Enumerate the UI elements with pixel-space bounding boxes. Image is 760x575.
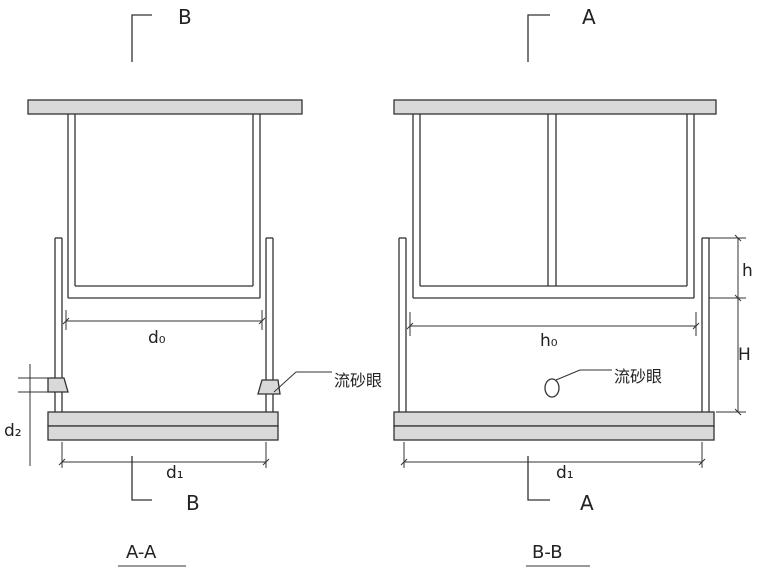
right-dim-h0-label: h₀: [540, 331, 558, 351]
right-dim-d1-label: d₁: [556, 463, 574, 483]
right-dim-h-label: h: [742, 261, 753, 281]
left-hole-leader: 流砂眼: [273, 371, 382, 393]
section-mark-bottom-left: B: [131, 456, 200, 515]
left-top-plate: [27, 99, 303, 115]
left-caption: A-A: [118, 542, 186, 567]
left-hole-label: 流砂眼: [334, 371, 382, 390]
section-mark-top-right: A: [527, 5, 596, 62]
section-mark-top-left: B: [131, 5, 192, 62]
left-caption-text: A-A: [126, 542, 157, 563]
right-sand-hole: [544, 378, 560, 398]
right-caption: B-B: [526, 542, 590, 567]
section-mark-bottom-right: A: [527, 456, 594, 515]
section-mark-top-left-label: B: [178, 5, 192, 29]
right-dim-h0: h₀: [406, 312, 700, 351]
right-base-plate: [393, 411, 715, 441]
right-inner-frame: [412, 114, 695, 299]
right-dim-d1: d₁: [400, 442, 706, 483]
left-dim-d0-label: d₀: [148, 328, 166, 348]
section-mark-bottom-left-label: B: [186, 491, 200, 515]
section-mark-top-right-label: A: [582, 5, 596, 29]
left-dim-d2: d₂: [4, 364, 48, 466]
left-view: B: [4, 5, 382, 567]
left-sand-hole-left: [47, 377, 69, 393]
right-top-plate: [393, 99, 717, 115]
right-hole-leader: 流砂眼: [555, 367, 662, 386]
left-dim-d0: d₀: [62, 310, 266, 348]
section-mark-bottom-right-label: A: [580, 491, 594, 515]
right-hole-label: 流砂眼: [614, 367, 662, 386]
right-caption-text: B-B: [532, 542, 563, 563]
left-dim-d1: d₁: [58, 442, 270, 483]
left-dim-d1-label: d₁: [166, 463, 184, 483]
left-dim-d2-label: d₂: [4, 421, 22, 441]
left-sand-hole-right: [257, 379, 281, 395]
right-view: A: [393, 5, 753, 567]
left-outer-sleeve: [54, 237, 274, 412]
right-dim-vertical: h H: [709, 234, 753, 416]
right-dim-H-label: H: [738, 345, 751, 365]
right-outer-sleeve: [398, 237, 710, 412]
left-base-plate: [47, 411, 279, 441]
left-inner-frame: [67, 114, 261, 299]
